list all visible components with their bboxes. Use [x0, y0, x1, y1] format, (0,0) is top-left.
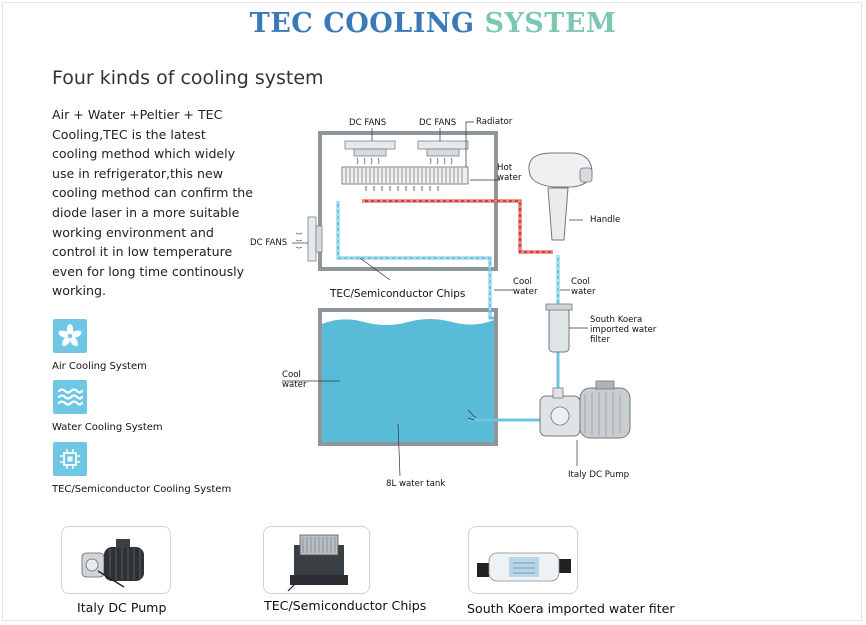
- page-title: TEC COOLING SYSTEM: [0, 8, 866, 39]
- water-filter: [545, 303, 573, 353]
- air-cooling-label: Air Cooling System: [52, 361, 147, 372]
- pump-image: [81, 539, 144, 588]
- dc-fan-unit-right: [417, 140, 469, 165]
- label-water-filter: South Koera imported water filter: [590, 315, 657, 345]
- label-dc-fans-top-right: DC FANS: [419, 118, 457, 128]
- product-label-filter: South Koera imported water fiter: [467, 601, 675, 616]
- water-waves-icon: [53, 380, 87, 414]
- label-handle: Handle: [590, 215, 621, 225]
- product-box-pump: [61, 526, 171, 594]
- label-cool-water-2: Cool water: [571, 277, 596, 297]
- intro-text: Air + Water +Peltier + TEC Cooling,TEC i…: [52, 107, 254, 299]
- label-cool-water-1: Cool water: [513, 277, 538, 297]
- label-water-tank: 8L water tank: [386, 479, 446, 489]
- label-cool-water-tank: Cool water: [282, 370, 307, 390]
- dc-pump: [539, 380, 631, 439]
- subtitle: Four kinds of cooling system: [52, 67, 324, 89]
- label-tec-chips: TEC/Semiconductor Chips: [330, 288, 466, 300]
- chip-icon: [53, 442, 87, 476]
- fan-icon: [53, 319, 87, 353]
- label-radiator: Radiator: [476, 117, 513, 127]
- dc-fan-unit-left: [344, 140, 396, 165]
- tec-chips-image: [287, 534, 348, 592]
- title-part-1: TEC COOLING: [249, 8, 475, 39]
- product-label-pump: Italy DC Pump: [77, 600, 167, 615]
- tec-cooling-label: TEC/Semiconductor Cooling System: [52, 484, 232, 495]
- title-part-2: SYSTEM: [484, 8, 617, 39]
- label-dc-fans-top-left: DC FANS: [349, 118, 387, 128]
- label-dc-pump: Italy DC Pump: [568, 470, 630, 480]
- label-dc-fans-side: DC FANS: [250, 238, 288, 248]
- dc-fan-unit-side: [295, 216, 323, 262]
- tank-water: [322, 319, 494, 442]
- radiator-fins: [341, 166, 469, 191]
- label-hot-water: Hot water: [497, 163, 522, 183]
- product-label-tec: TEC/Semiconductor Chips: [264, 598, 427, 613]
- product-box-tec: [263, 526, 370, 594]
- product-box-filter: [468, 526, 578, 594]
- laser-handle: [528, 152, 593, 241]
- water-cooling-label: Water Cooling System: [52, 422, 163, 433]
- water-filter-image: [477, 552, 571, 582]
